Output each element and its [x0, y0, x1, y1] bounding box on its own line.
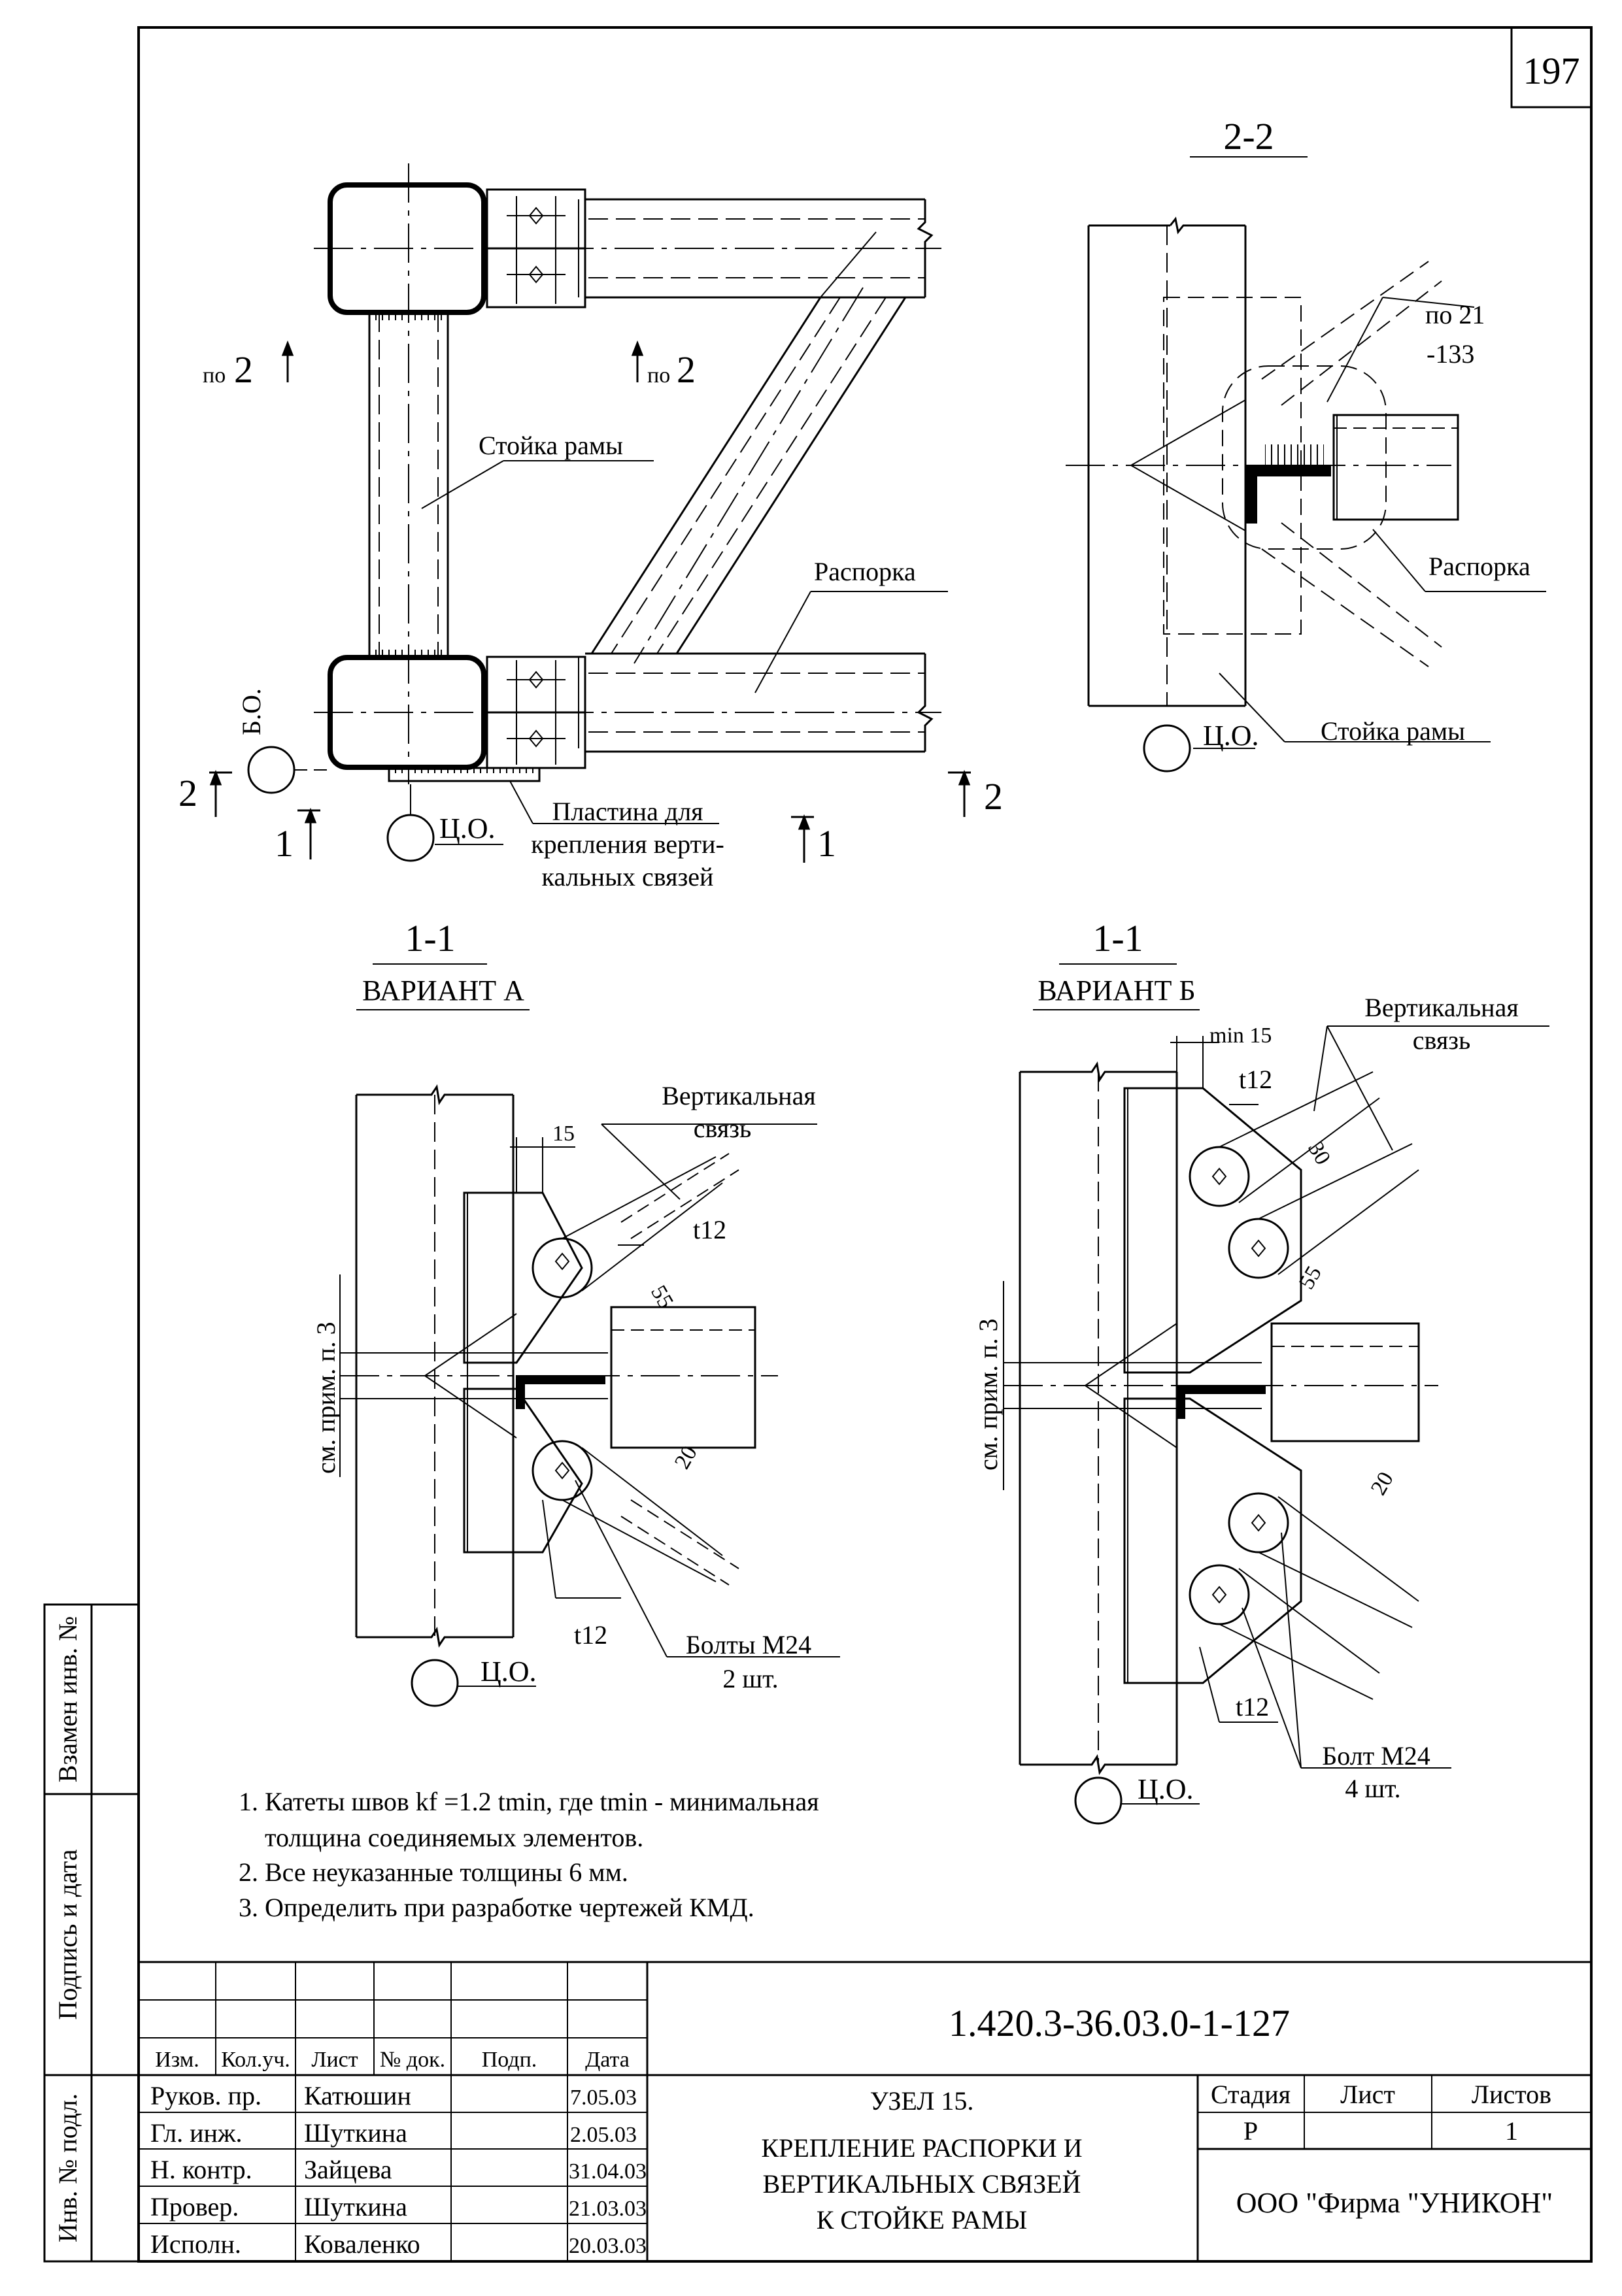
tb-name-0: Катюшин — [304, 2081, 411, 2110]
tb-role-4: Исполн. — [150, 2229, 241, 2259]
tb-title-line3: ВЕРТИКАЛЬНЫХ СВЯЗЕЙ — [763, 2169, 1081, 2199]
cut-2-left: 2 — [178, 772, 197, 814]
va-dim20: 20 — [670, 1442, 702, 1473]
tb-header-izm: Изм. — [155, 2048, 199, 2072]
plate-label-line2: крепления верти- — [531, 829, 724, 859]
cut-2-right: 2 — [984, 775, 1003, 818]
co-marker-circle — [386, 814, 435, 862]
tb-name-3: Шуткина — [304, 2192, 407, 2221]
plate-label-line3: кальных связей — [542, 862, 714, 891]
tb-header-ndok: № док. — [380, 2048, 445, 2072]
margin-vzamen: Взамен инв. № — [53, 1616, 82, 1783]
note-2: 2. Все неуказанные толщины 6 мм. — [239, 1857, 628, 1887]
va-see-note: см. прим. п. 3 — [311, 1322, 341, 1474]
va-bolts-line1: Болты М24 — [686, 1630, 811, 1659]
margin-podpis: Подпись и дата — [53, 1849, 82, 2020]
label-co-22: Ц.О. — [1203, 720, 1259, 752]
va-t12-top: t12 — [693, 1215, 726, 1244]
label-po21: по 21 — [1425, 300, 1485, 329]
plate-label-line1: Пластина для — [552, 797, 703, 826]
va-dim15: 15 — [552, 1122, 575, 1146]
vb-vert-line1: Вертикальная — [1364, 993, 1519, 1022]
vb-t12-top: t12 — [1239, 1065, 1272, 1094]
tb-role-0: Руков. пр. — [150, 2081, 262, 2110]
note-1: 1. Катеты швов kf =1.2 tmin, где tmin - … — [239, 1787, 819, 1816]
label-rasporka-plan: Распорка — [814, 557, 916, 586]
variant-a-label: ВАРИАНТ А — [362, 974, 524, 1007]
margin-inv: Инв. № подл. — [53, 2093, 82, 2242]
tb-role-1: Гл. инж. — [150, 2118, 243, 2148]
tb-date-4: 20.03.03 — [569, 2234, 647, 2258]
title-block-grid — [139, 1961, 1591, 2261]
tb-name-4: Коваленко — [304, 2229, 420, 2259]
tb-name-2: Зайцева — [304, 2155, 392, 2184]
label-stoyka-22: Стойка рамы — [1321, 716, 1465, 746]
vb-dim30: 30 — [1303, 1138, 1335, 1169]
variant-b-label: ВАРИАНТ Б — [1038, 974, 1195, 1007]
cut-po2-right-prefix: по — [647, 363, 670, 388]
vb-co: Ц.О. — [1138, 1773, 1194, 1805]
bo-marker-circle — [247, 746, 296, 794]
tb-header-list: Лист — [311, 2048, 358, 2072]
tb-date-1: 2.05.03 — [570, 2123, 637, 2147]
va-vert-line2: связь — [694, 1114, 752, 1143]
vb-vert-line2: связь — [1413, 1025, 1471, 1055]
tb-date-2: 31.04.03 — [569, 2159, 647, 2184]
tb-date-0: 7.05.03 — [570, 2086, 637, 2110]
cut-po2-right-number: 2 — [677, 348, 696, 391]
label-bo: Б.О. — [237, 688, 266, 735]
cut-1-left: 1 — [275, 822, 294, 865]
tb-role-3: Провер. — [150, 2192, 239, 2221]
note-1-cont: толщина соединяемых элементов. — [265, 1823, 643, 1852]
tb-sheet-label: Лист — [1340, 2080, 1395, 2109]
tb-stage-value: Р — [1243, 2116, 1258, 2146]
vb-see-note: см. прим. п. 3 — [973, 1318, 1003, 1471]
va-vert-line1: Вертикальная — [662, 1081, 816, 1110]
vb-dim55: 55 — [1294, 1262, 1326, 1293]
section-11a-title: 1-1 — [405, 917, 455, 959]
label-co-plan: Ц.О. — [439, 812, 496, 844]
tb-sheets-value: 1 — [1505, 2116, 1518, 2146]
section-22-title: 2-2 — [1223, 115, 1274, 158]
doc-code: 1.420.3-36.03.0-1-127 — [949, 2002, 1290, 2044]
sheet-number-box — [1510, 26, 1593, 108]
tb-role-2: Н. контр. — [150, 2155, 252, 2184]
tb-header-podp: Подп. — [482, 2048, 537, 2072]
variant-b-section — [1003, 1025, 1549, 1825]
sheet-number: 197 — [1523, 50, 1580, 92]
vb-t12-bottom: t12 — [1236, 1692, 1269, 1722]
label-stoyka-plan: Стойка рамы — [479, 431, 623, 460]
vb-min15: min 15 — [1209, 1023, 1272, 1048]
label-rasporka-22: Распорка — [1428, 552, 1530, 581]
tb-date-3: 21.03.03 — [569, 2197, 647, 2221]
cut-po2-left-prefix: по — [203, 363, 226, 388]
tb-title-line1: УЗЕЛ 15. — [870, 2086, 974, 2116]
sheet-frame — [137, 26, 1593, 2263]
tb-header-kolch: Кол.уч. — [221, 2048, 290, 2072]
label-dim133: -133 — [1427, 339, 1474, 369]
note-3: 3. Определить при разработке чертежей КМ… — [239, 1893, 754, 1922]
section-22 — [1066, 216, 1546, 773]
cut-po2-left-number: 2 — [234, 348, 253, 391]
tb-stage-label: Стадия — [1211, 2080, 1291, 2109]
tb-title-line4: К СТОЙКЕ РАМЫ — [817, 2205, 1028, 2235]
tb-title-line2: КРЕПЛЕНИЕ РАСПОРКИ И — [761, 2133, 1082, 2163]
vb-dim20: 20 — [1366, 1468, 1398, 1499]
va-co: Ц.О. — [481, 1655, 537, 1688]
variant-a-section — [339, 1084, 840, 1707]
tb-sheets-label: Листов — [1472, 2080, 1551, 2109]
vb-bolts-line2: 4 шт. — [1345, 1774, 1400, 1803]
tb-company: ООО "Фирма "УНИКОН" — [1236, 2187, 1553, 2219]
tb-header-data: Дата — [585, 2048, 630, 2072]
va-bolts-line2: 2 шт. — [722, 1664, 778, 1693]
left-margin-strips — [43, 1603, 140, 2263]
tb-name-1: Шуткина — [304, 2118, 407, 2148]
cut-1-right: 1 — [817, 822, 836, 865]
section-11b-title: 1-1 — [1092, 917, 1143, 959]
plan-view — [209, 156, 1308, 1010]
va-t12-bottom: t12 — [574, 1620, 607, 1650]
vb-bolts-line1: Болт М24 — [1322, 1741, 1430, 1771]
